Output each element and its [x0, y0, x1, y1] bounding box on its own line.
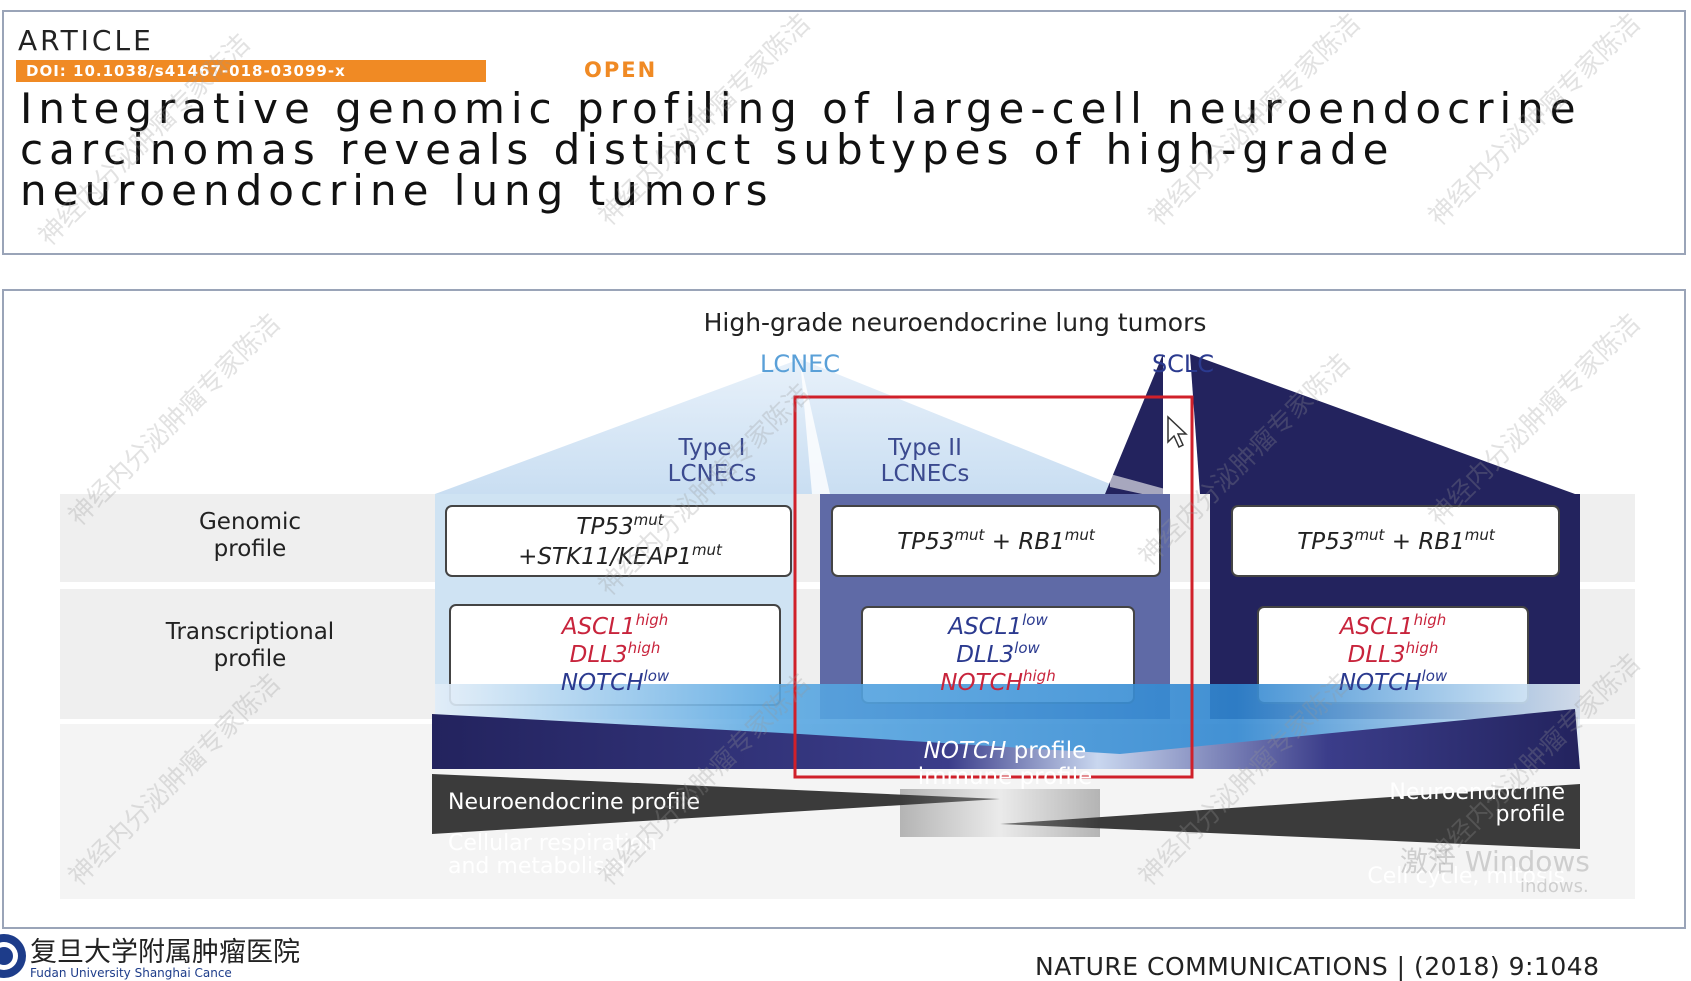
- type1-notch: NOTCHlow: [561, 667, 670, 696]
- figure-title: High-grade neuroendocrine lung tumors: [704, 308, 1207, 337]
- cellular-respiration-line1: Cellular respiration: [448, 831, 657, 856]
- cell-cycle-mitosis: Cell cycle, mitosis: [1367, 864, 1565, 889]
- sclc-tent-left: [1105, 354, 1163, 494]
- type2-ascl1: ASCL1low: [946, 611, 1048, 640]
- type1-genomic-box: [445, 505, 792, 577]
- type1-genomic-line2: +STK11/KEAP1mut: [518, 541, 723, 570]
- type2-label-line2: LCNECs: [881, 461, 970, 487]
- type2-genomic-box: [831, 505, 1161, 577]
- cellular-respiration-line2: and metabolism: [448, 854, 626, 879]
- hospital-logo-icon: [0, 934, 26, 978]
- mouse-cursor-icon: [1167, 415, 1188, 449]
- pathway-transition: [900, 789, 1100, 837]
- lcnec-tent: [435, 359, 1135, 494]
- type2-dll3: DLL3low: [956, 639, 1040, 668]
- cellular-respiration-band: [432, 774, 1000, 834]
- genomic-row-label-line1: Genomic: [199, 509, 301, 535]
- sclc-ray: [1110, 474, 1165, 499]
- windows-activation-subtext: indows.: [1520, 876, 1589, 897]
- sclc-ascl1: ASCL1high: [1338, 611, 1447, 640]
- type1-label-line2: LCNECs: [668, 461, 757, 487]
- highlight-type2-box: [793, 395, 1194, 779]
- type1-dll3: DLL3high: [570, 639, 661, 668]
- sclc-dll3: DLL3high: [1348, 639, 1439, 668]
- lcnec-ray: [800, 359, 1130, 459]
- type1-genomic-line1: TP53mut: [576, 511, 664, 540]
- sclc-genomic-text: TP53mut + RB1mut: [1297, 526, 1496, 555]
- transcriptional-row-label-line2: profile: [214, 646, 287, 672]
- doi-badge[interactable]: DOI: 10.1038/s41467-018-03099-x: [16, 60, 486, 82]
- article-label: ARTICLE: [18, 24, 154, 57]
- notch-profile-text: NOTCH profile: [924, 738, 1087, 764]
- neuroendocrine-band: [432, 709, 1580, 769]
- windows-activation-text: 激活 Windows: [1400, 845, 1590, 878]
- type1-ascl1: ASCL1high: [560, 611, 669, 640]
- transcriptional-row-label-line1: Transcriptional: [165, 619, 334, 645]
- sclc-genomic-box: [1231, 505, 1560, 577]
- type2-notch: NOTCHhigh: [940, 667, 1055, 696]
- sclc-label: SCLC: [1152, 350, 1214, 378]
- type2-label-line1: Type II: [887, 435, 962, 461]
- open-access-label: OPEN: [584, 58, 658, 82]
- article-title: Integrative genomic profiling of large-c…: [20, 84, 1582, 215]
- type1-label-line1: Type I: [678, 435, 746, 461]
- genomic-row-label-line2: profile: [214, 536, 287, 562]
- immune-profile-text: immune profile: [918, 764, 1092, 790]
- sclc-notch: NOTCHlow: [1339, 667, 1448, 696]
- lcnec-label: LCNEC: [760, 350, 840, 378]
- neuroendocrine-subtype-diagram: High-grade neuroendocrine lung tumors LC…: [60, 308, 1635, 899]
- type2-genomic-text: TP53mut + RB1mut: [897, 526, 1096, 555]
- hospital-logo-english: Fudan University Shanghai Cance: [30, 966, 232, 980]
- neuroendocrine-profile-right-line1: Neuroendocrine: [1389, 780, 1565, 805]
- lcnec-split-line: [800, 359, 830, 494]
- journal-citation: NATURE COMMUNICATIONS | (2018) 9:1048: [1035, 952, 1600, 981]
- cell-cycle-band: [1000, 784, 1580, 849]
- sclc-tent-right: [1190, 354, 1575, 494]
- article-header-box: [2, 10, 1686, 255]
- neuroendocrine-profile-right-line2: profile: [1496, 802, 1566, 827]
- hospital-logo-chinese: 复旦大学附属肿瘤医院: [30, 937, 300, 968]
- neuroendocrine-profile-left: Neuroendocrine profile: [448, 790, 700, 815]
